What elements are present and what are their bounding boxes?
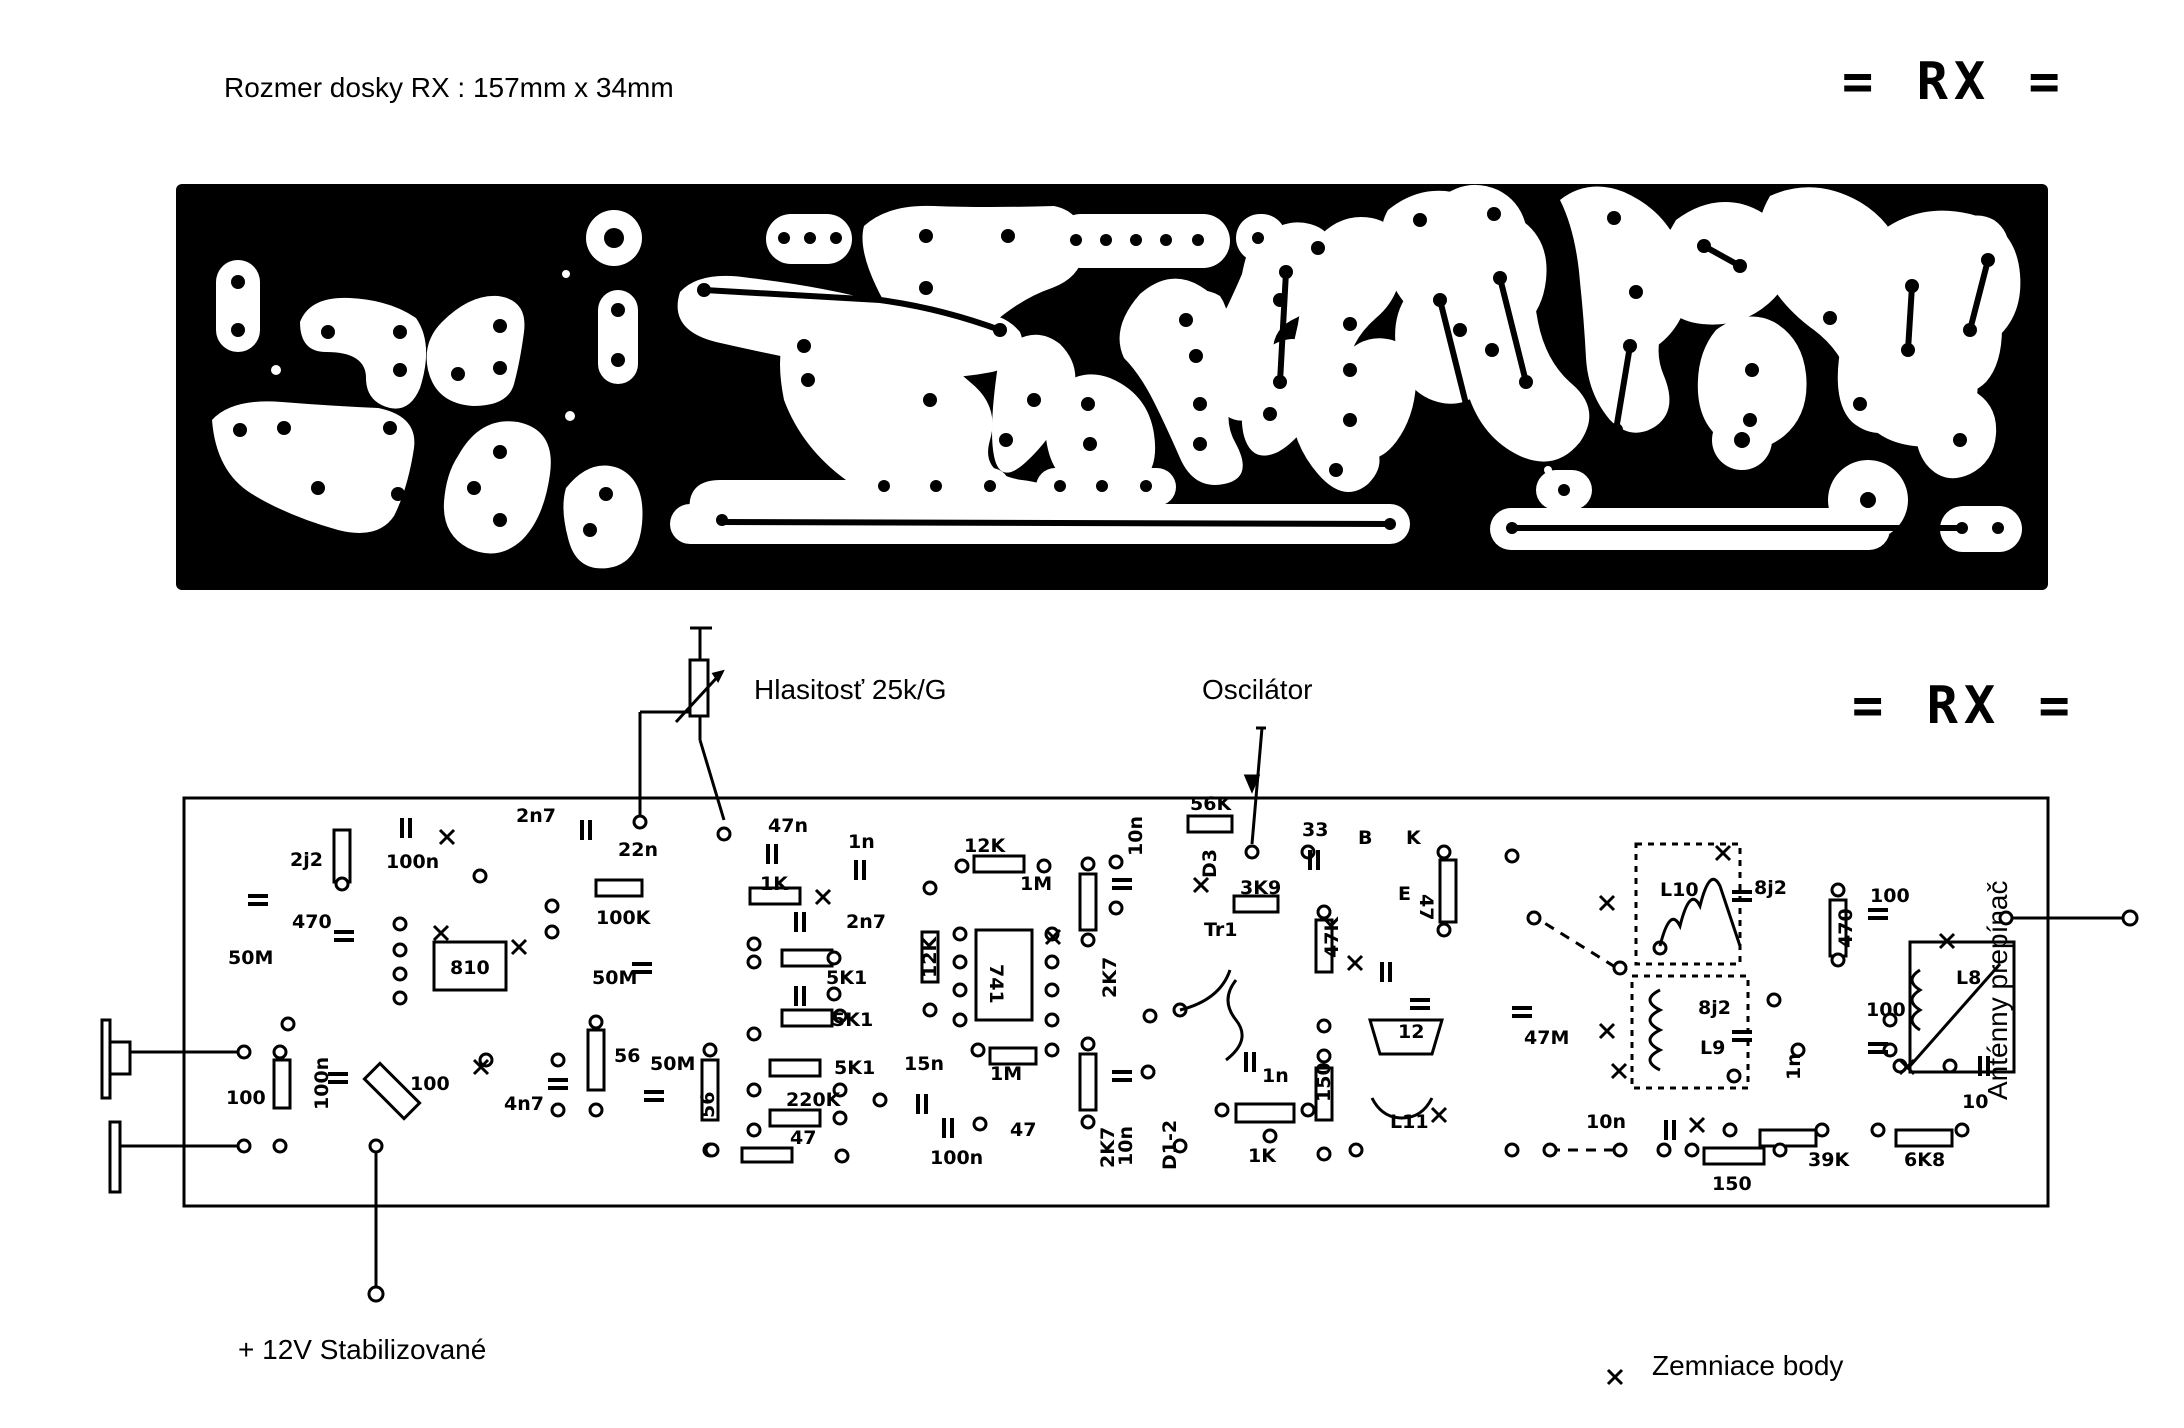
- label-ic-810: 810: [450, 957, 490, 979]
- label-1n-a: 1n: [848, 831, 875, 853]
- label-4n7: 4n7: [504, 1093, 544, 1115]
- label-12K-a: 12K: [964, 835, 1006, 857]
- label-470: 470: [292, 911, 332, 933]
- label-D1-2: D1-2: [1159, 1120, 1181, 1170]
- label-150-a: 150: [1313, 1062, 1335, 1102]
- label-L10: L10: [1660, 879, 1699, 901]
- label-100-c: 100: [1866, 999, 1906, 1021]
- label-47-b: 47: [1010, 1119, 1036, 1141]
- label-100-a: 100: [226, 1087, 266, 1109]
- label-220K: 220K: [786, 1089, 842, 1111]
- label-56-b: 56: [697, 1092, 719, 1118]
- label-5K1-a: 5K1: [826, 967, 867, 989]
- label-6K8: 6K8: [1904, 1149, 1945, 1171]
- pcb-isolation-islands: [212, 184, 2022, 569]
- label-L8: L8: [1956, 967, 1981, 989]
- label-100-b: 100: [1870, 885, 1910, 907]
- label-100n-c: 100n: [930, 1147, 983, 1169]
- label-12K-b: 12K: [919, 936, 941, 978]
- label-1M-a: 1M: [1020, 873, 1052, 895]
- label-100n-b: 100n: [311, 1057, 333, 1110]
- label-2n7-a: 2n7: [516, 805, 556, 827]
- label-56: 56: [614, 1045, 640, 1067]
- board-outline: [182, 796, 2050, 1208]
- label-10n-a: 10n: [1125, 816, 1147, 856]
- label-39K: 39K: [1808, 1149, 1850, 1171]
- label-10n-b: 10n: [1115, 1126, 1137, 1166]
- label-100: 100: [410, 1073, 450, 1095]
- rx-title-top: = RX =: [1842, 52, 2066, 112]
- label-150-b: 150: [1712, 1173, 1752, 1195]
- label-56K: 56K: [1190, 793, 1232, 815]
- label-pin-E: E: [1398, 883, 1411, 905]
- label-10n-c: 10n: [1586, 1111, 1626, 1133]
- label-2K7-b: 2K7: [1097, 1127, 1119, 1168]
- label-33: 33: [1302, 819, 1328, 841]
- label-15n: 15n: [904, 1053, 944, 1075]
- label-pin-B: B: [1358, 827, 1372, 849]
- label-2j2: 2j2: [290, 849, 323, 871]
- label-2K7-a: 2K7: [1099, 957, 1121, 998]
- label-8j2-a: 8j2: [1754, 877, 1787, 899]
- label-47-a: 47: [790, 1127, 816, 1149]
- label-47M: 47M: [1524, 1027, 1569, 1049]
- label-ic-741: 741: [985, 964, 1007, 1004]
- oscillator-label: Oscilátor: [1202, 674, 1313, 705]
- label-1M-b: 1M: [990, 1063, 1022, 1085]
- volume-potentiometer: [638, 626, 726, 822]
- label-3K9: 3K9: [1240, 877, 1281, 899]
- label-D3: D3: [1199, 849, 1221, 878]
- label-Tr1: Tr1: [1204, 919, 1237, 941]
- label-8j2-b: 8j2: [1698, 997, 1731, 1019]
- label-47K: 47K: [1321, 916, 1343, 958]
- label-50M-c: 50M: [650, 1053, 695, 1075]
- label-470-r: 470: [1835, 908, 1857, 948]
- label-50M-b: 50M: [592, 967, 637, 989]
- label-1n-b: 1n: [1262, 1065, 1289, 1087]
- label-5K1-c: 5K1: [834, 1057, 875, 1079]
- label-22n: 22n: [618, 839, 658, 861]
- label-1K-b: 1K: [1248, 1145, 1277, 1167]
- board-size-label: Rozmer dosky RX : 157mm x 34mm: [224, 72, 674, 103]
- label-100K: 100K: [596, 907, 652, 929]
- label-5K1-b: 5K1: [832, 1009, 873, 1031]
- label-1n-c: 1n: [1783, 1053, 1805, 1080]
- label-2n7-b: 2n7: [846, 911, 886, 933]
- coil-l8: [1910, 968, 1923, 1032]
- label-10: 10: [1962, 1091, 1988, 1113]
- label-1K-a: 1K: [760, 873, 789, 895]
- label-L11: L11: [1390, 1111, 1429, 1133]
- coil-l10: [1658, 877, 1742, 947]
- label-100n-a: 100n: [386, 851, 439, 873]
- coil-l12: [1367, 1018, 1445, 1056]
- coil-l9: [1648, 988, 1664, 1072]
- volume-pot-label: Hlasitosť 25k/G: [754, 674, 947, 705]
- label-50M-a: 50M: [228, 947, 273, 969]
- label-47n: 47n: [768, 815, 808, 837]
- power-label: + 12V Stabilizované: [238, 1334, 487, 1365]
- label-pin-K: K: [1406, 827, 1422, 849]
- ground-points-legend: Zemniace body: [1652, 1350, 1844, 1381]
- rx-title-bottom: = RX =: [1852, 676, 2076, 736]
- label-47-c: 47: [1415, 894, 1437, 920]
- oscillator-input-line: [1243, 726, 1266, 845]
- label-12: 12: [1398, 1021, 1424, 1043]
- label-L9: L9: [1700, 1037, 1725, 1059]
- coil-l11: [1370, 1097, 1434, 1120]
- speaker-icon: [100, 1018, 244, 1194]
